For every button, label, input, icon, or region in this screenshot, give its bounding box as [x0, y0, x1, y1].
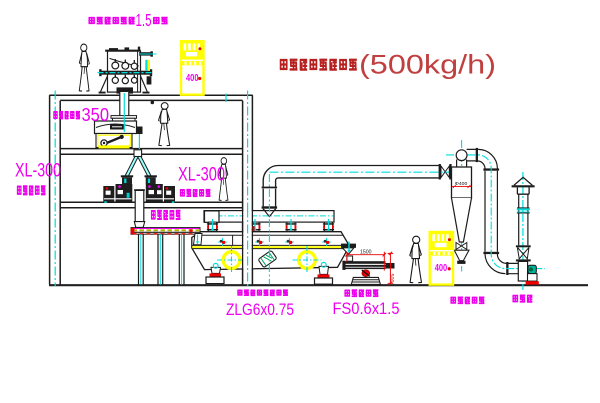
- svg-text:350: 350: [82, 105, 110, 125]
- svg-text:ZLG6x0.75: ZLG6x0.75: [226, 300, 294, 319]
- svg-text:XL-300: XL-300: [178, 165, 225, 186]
- svg-text:1.5: 1.5: [136, 10, 152, 30]
- svg-text:(500kg/h): (500kg/h): [359, 50, 496, 80]
- svg-text:FS0.6x1.5: FS0.6x1.5: [333, 299, 400, 318]
- svg-text:500: 500: [388, 274, 394, 283]
- svg-text:400: 400: [435, 263, 448, 274]
- svg-text:400: 400: [186, 73, 199, 84]
- svg-text:XL-300: XL-300: [15, 160, 61, 181]
- svg-text:1500: 1500: [360, 249, 372, 255]
- svg-text:Φ400: Φ400: [455, 181, 468, 187]
